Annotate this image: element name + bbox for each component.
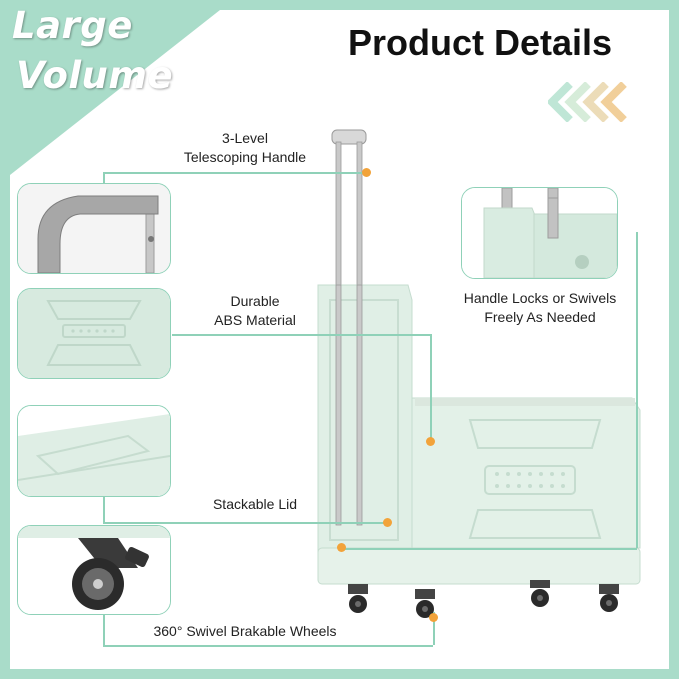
callout-dot-wheels bbox=[429, 613, 438, 622]
leader-line-lid-drop bbox=[103, 496, 105, 522]
feature-label-wheels: 360° Swivel Brakable Wheels bbox=[153, 623, 337, 639]
thumbnail-wheels bbox=[17, 525, 171, 615]
feature-lock-line2: Freely As Needed bbox=[484, 309, 596, 325]
thumbnail-handle bbox=[17, 183, 171, 274]
leader-line-wheels-rise bbox=[433, 612, 435, 645]
feature-label-material: Durable ABS Material bbox=[180, 292, 330, 330]
leader-line-lock bbox=[342, 548, 637, 550]
callout-dot-handle bbox=[362, 168, 371, 177]
feature-lock-line1: Handle Locks or Swivels bbox=[463, 290, 617, 306]
thumbnail-lid bbox=[17, 405, 171, 497]
thumbnail-handle-lock bbox=[461, 187, 618, 279]
callout-dot-material bbox=[426, 437, 435, 446]
headline-large: Large bbox=[12, 4, 133, 47]
stackable-lid-image bbox=[18, 406, 170, 496]
leader-line-wheels bbox=[103, 645, 433, 647]
feature-label-handle: 3-Level Telescoping Handle bbox=[160, 129, 330, 167]
leader-line-lid bbox=[103, 522, 387, 524]
handle-grip-image bbox=[18, 184, 170, 273]
leader-line-handle bbox=[103, 172, 366, 174]
feature-handle-line1: 3-Level bbox=[222, 130, 268, 146]
callout-dot-lid bbox=[383, 518, 392, 527]
callout-dot-lock bbox=[337, 543, 346, 552]
feature-material-line1: Durable bbox=[230, 293, 280, 309]
thumbnail-material bbox=[17, 288, 171, 379]
leader-line-material-drop bbox=[430, 334, 432, 442]
feature-label-handle-lock: Handle Locks or Swivels Freely As Needed bbox=[446, 289, 634, 327]
caster-wheel-image bbox=[18, 526, 170, 614]
handle-lock-image bbox=[462, 188, 617, 278]
abs-panel-image bbox=[18, 289, 170, 378]
feature-material-line2: ABS Material bbox=[214, 312, 296, 328]
leader-line-handle-drop bbox=[103, 172, 105, 184]
headline-volume: Volume bbox=[16, 54, 174, 97]
feature-label-lid: Stackable Lid bbox=[212, 496, 298, 512]
leader-line-material bbox=[172, 334, 430, 336]
leader-line-wheels-drop bbox=[103, 612, 105, 645]
leader-line-lock-rise bbox=[636, 232, 638, 548]
feature-handle-line2: Telescoping Handle bbox=[183, 149, 307, 165]
chevron-arrows-icon bbox=[548, 82, 627, 122]
page-title: Product Details bbox=[348, 22, 613, 63]
